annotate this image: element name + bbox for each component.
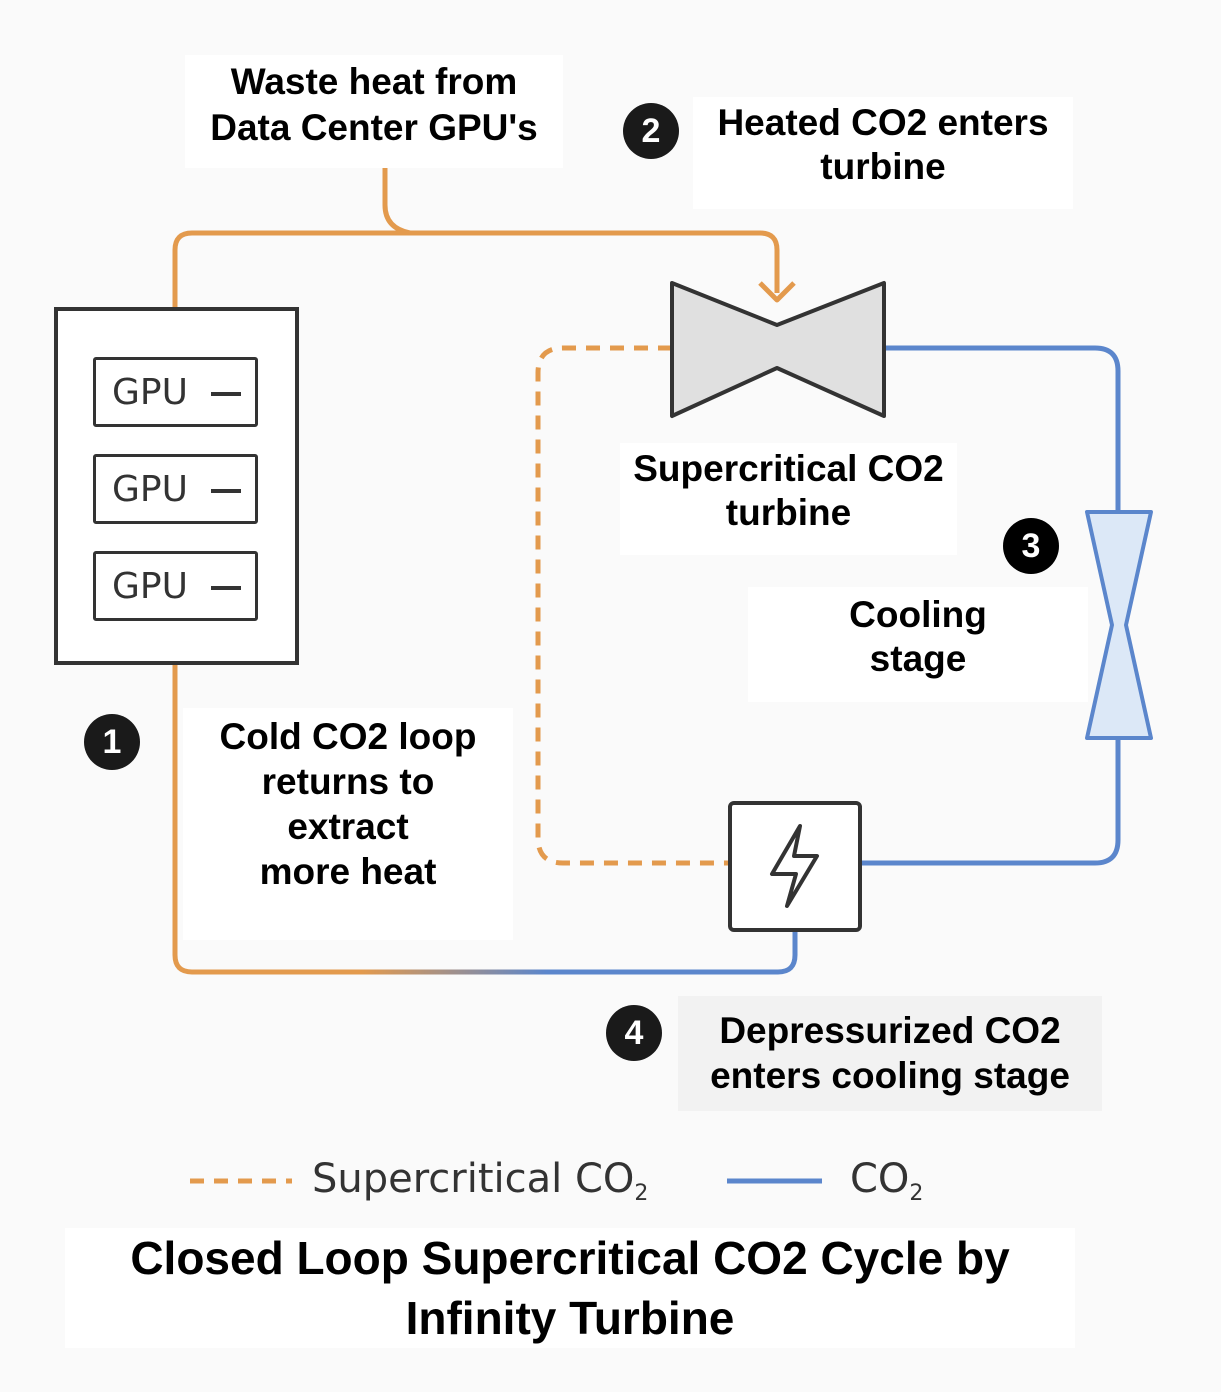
co2-line-return [860, 738, 1121, 866]
turbine-icon [670, 281, 886, 418]
legend-supercritical-label: Supercritical CO2 [312, 1156, 648, 1206]
supercritical-co2-line [535, 345, 728, 866]
diagram-title: Closed Loop Supercritical CO2 Cycle by I… [65, 1228, 1075, 1348]
waste-heat-feed-line [382, 168, 411, 236]
legend-supercritical-text: Supercritical CO [312, 1156, 635, 1202]
gpu-card: GPU [93, 357, 258, 427]
cooling-stage-label: Cooling stage [748, 587, 1088, 702]
heated-co2-line-2: turbine [820, 146, 946, 187]
cooling-label-line-2: stage [869, 638, 967, 679]
title-line-1: Closed Loop Supercritical CO2 Cycle by [130, 1232, 1010, 1284]
gpu-label: GPU [112, 469, 188, 510]
cold-loop-line-3: extract [287, 806, 409, 847]
depressurized-line-1: Depressurized CO2 [719, 1010, 1061, 1051]
co2-line [884, 345, 1121, 512]
step-badge-1: 1 [84, 714, 140, 770]
waste-heat-line-1: Waste heat from [230, 61, 518, 102]
gpu-dash [211, 489, 241, 493]
cooling-nozzle-icon [1085, 510, 1153, 740]
gpu-card: GPU [93, 454, 258, 524]
depressurized-line-2: enters cooling stage [710, 1055, 1070, 1096]
gpu-dash [211, 586, 241, 590]
turbine-label: Supercritical CO2 turbine [620, 443, 957, 555]
waste-heat-line-2: Data Center GPU's [210, 107, 538, 148]
step-badge-2: 2 [623, 103, 679, 159]
legend-co2-label: CO2 [850, 1156, 923, 1206]
waste-heat-label: Waste heat from Data Center GPU's [185, 55, 563, 168]
depressurized-label: Depressurized CO2 enters cooling stage [678, 996, 1102, 1111]
cold-loop-line-1: Cold CO2 loop [219, 716, 477, 757]
waste-heat-line [172, 230, 780, 308]
cold-loop-line-4: more heat [259, 851, 437, 892]
step-badge-3: 3 [1003, 518, 1059, 574]
gpu-label: GPU [112, 566, 188, 607]
cooling-label-line-1: Cooling [849, 594, 987, 635]
generator-box [728, 801, 862, 932]
title-line-2: Infinity Turbine [405, 1292, 735, 1344]
turbine-inlet-arrow [758, 281, 796, 303]
turbine-label-line-2: turbine [725, 492, 852, 533]
legend-co2-sub: 2 [909, 1181, 924, 1206]
gpu-label: GPU [112, 372, 188, 413]
heated-co2-label: Heated CO2 enters turbine [693, 97, 1073, 209]
heated-co2-line-1: Heated CO2 enters [717, 102, 1049, 143]
step-badge-4: 4 [606, 1005, 662, 1061]
cold-loop-label: Cold CO2 loop returns to extract more he… [183, 708, 513, 940]
legend-supercritical-sub: 2 [634, 1181, 649, 1206]
gpu-card: GPU [93, 551, 258, 621]
cold-return-line [172, 664, 798, 975]
turbine-label-line-1: Supercritical CO2 [633, 448, 944, 489]
legend-co2-text: CO [850, 1156, 910, 1202]
cold-loop-line-2: returns to [261, 761, 435, 802]
lightning-bolt-icon [770, 824, 819, 908]
gpu-dash [211, 392, 241, 396]
